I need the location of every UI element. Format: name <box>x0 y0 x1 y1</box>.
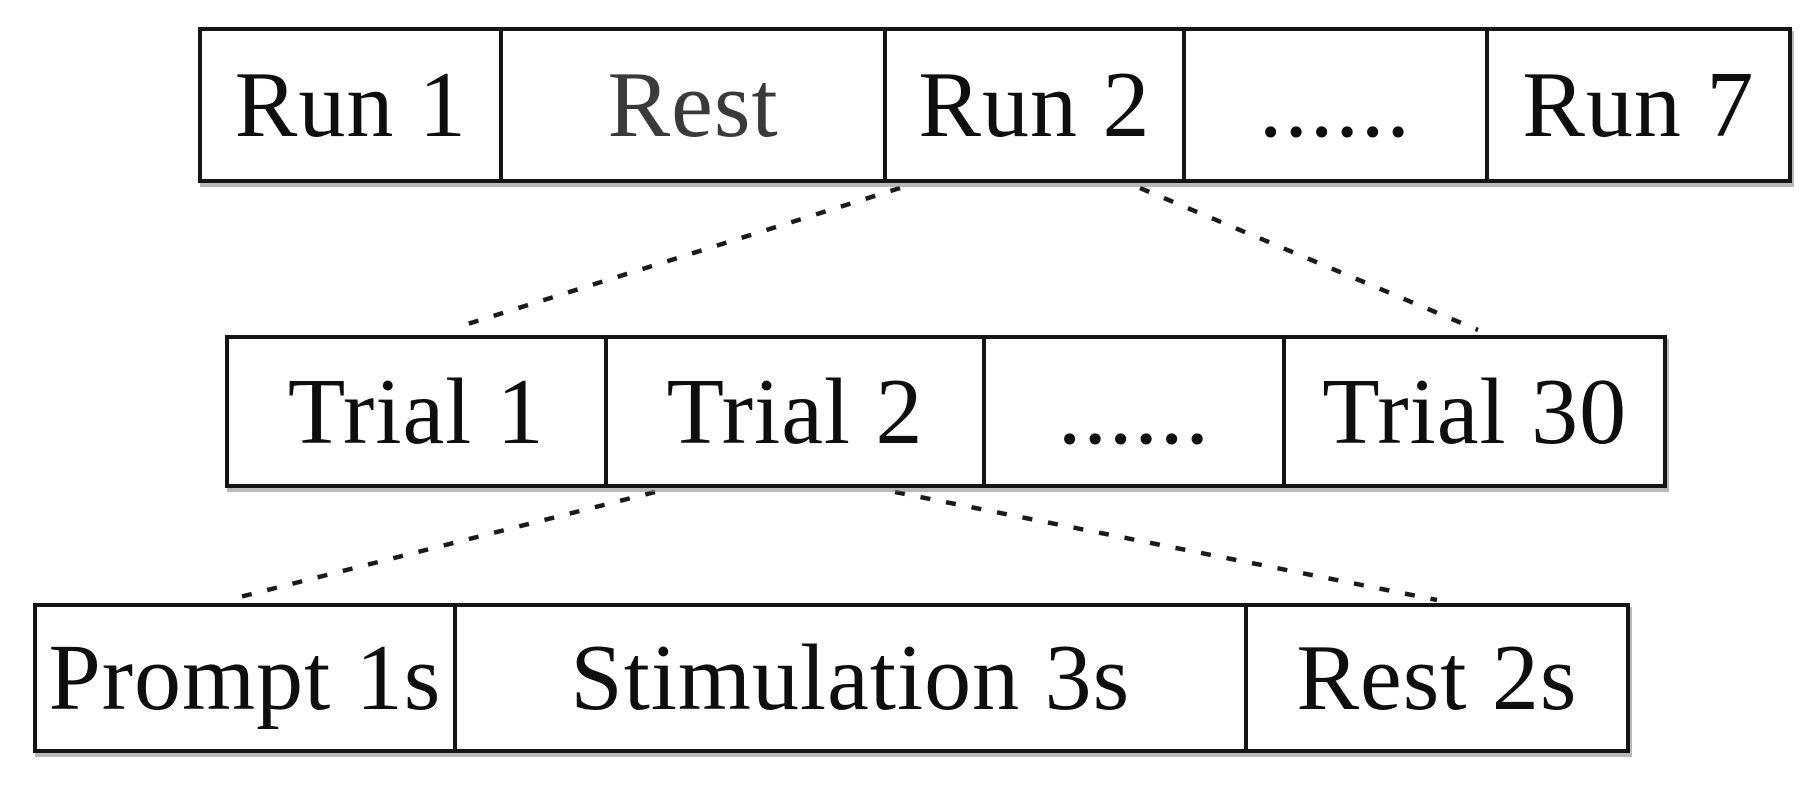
cell-run-2: Run 2 <box>882 31 1182 179</box>
cell-rest-2s: Rest 2s <box>1243 607 1626 749</box>
connector-trial2-to-phases-left <box>227 489 656 603</box>
connector-trial2-to-phases-right <box>894 489 1438 603</box>
trials-row: Trial 1 Trial 2 ...... Trial 30 <box>225 335 1667 488</box>
rest-2s-label: Rest 2s <box>1296 626 1578 730</box>
run-2-label: Run 2 <box>918 53 1151 157</box>
cell-prompt: Prompt 1s <box>37 607 453 749</box>
cell-trial-2: Trial 2 <box>603 339 983 484</box>
cell-runs-ellipsis: ...... <box>1182 31 1484 179</box>
trial-2-label: Trial 2 <box>666 359 924 464</box>
run-1-label: Run 1 <box>234 53 467 157</box>
phases-row: Prompt 1s Stimulation 3s Rest 2s <box>33 603 1630 753</box>
cell-run-1: Run 1 <box>202 31 499 179</box>
trials-ellipsis-label: ...... <box>1057 359 1211 464</box>
cell-trial-30: Trial 30 <box>1282 339 1663 484</box>
cell-rest: Rest <box>499 31 882 179</box>
stimulation-label: Stimulation 3s <box>570 626 1131 730</box>
run-7-label: Run 7 <box>1522 53 1755 157</box>
runs-ellipsis-label: ...... <box>1258 53 1412 157</box>
trial-1-label: Trial 1 <box>287 359 545 464</box>
cell-run-7: Run 7 <box>1484 31 1788 179</box>
cell-stimulation: Stimulation 3s <box>452 607 1244 749</box>
runs-row: Run 1 Rest Run 2 ...... Run 7 <box>198 27 1792 183</box>
connector-run2-to-trials-left <box>454 185 901 331</box>
connector-run2-to-trials-right <box>1139 185 1479 333</box>
cell-trial-1: Trial 1 <box>229 339 604 484</box>
rest-label: Rest <box>607 53 779 157</box>
cell-trials-ellipsis: ...... <box>982 339 1282 484</box>
trial-30-label: Trial 30 <box>1322 359 1628 464</box>
prompt-label: Prompt 1s <box>48 626 442 730</box>
